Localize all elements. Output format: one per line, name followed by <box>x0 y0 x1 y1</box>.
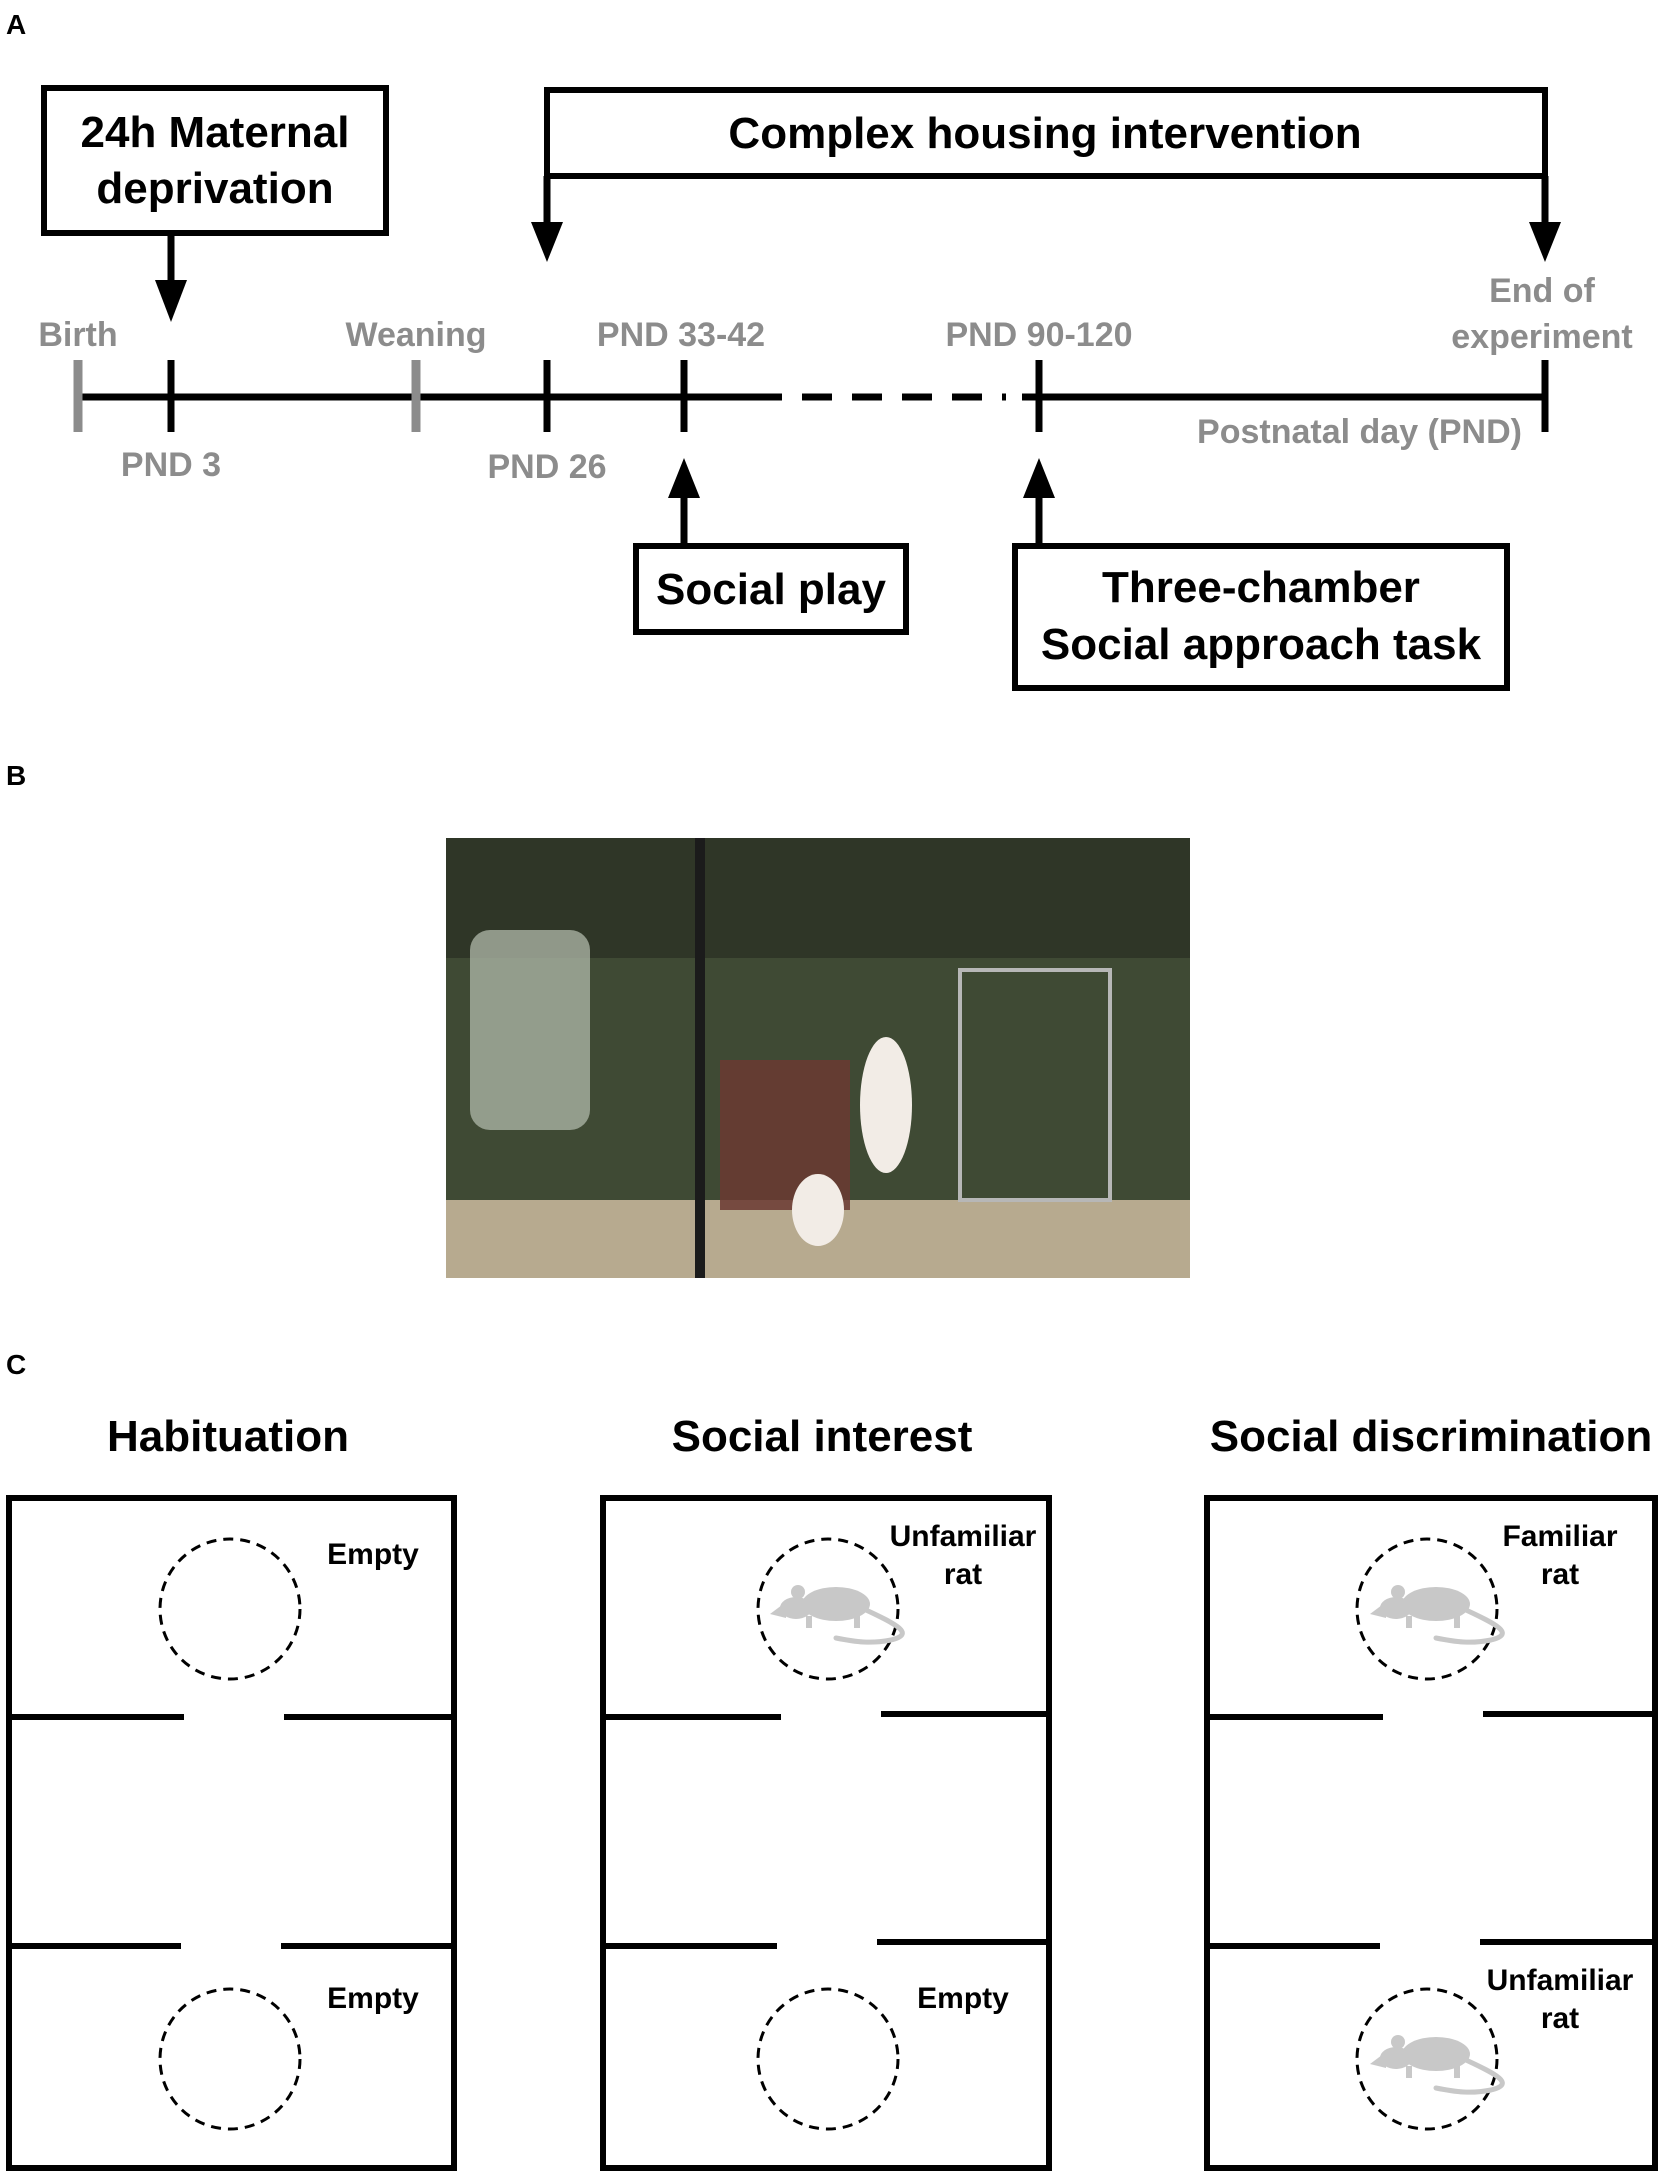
maternal-box-line1: 24h Maternal <box>81 108 350 157</box>
three-chamber-box <box>1012 543 1510 691</box>
top-label-line1: Unfamiliar <box>890 1520 1037 1553</box>
bottom-label-line2: rat <box>1541 2002 1579 2035</box>
chamber-outline <box>6 1495 457 2171</box>
chamber-social-discrimination: Familiar rat Unfamiliar rat <box>1204 1495 1658 2171</box>
top-cup <box>756 1537 900 1681</box>
bottom-cup <box>1355 1987 1499 2131</box>
top-label-line2: rat <box>944 1558 982 1591</box>
housing-intervention-box <box>544 87 1548 179</box>
bottom-label-line1: Empty <box>327 1982 419 2015</box>
social-play-arrow-head <box>668 458 700 498</box>
label-pnd-3: PND 3 <box>121 446 221 484</box>
chamber-social-interest: Unfamiliar rat Empty <box>600 1495 1052 2171</box>
maternal-arrow-head <box>155 280 187 322</box>
three-chamber-arrow-head <box>1023 458 1055 498</box>
bottom-label-line1: Unfamiliar <box>1487 1964 1634 1997</box>
chamber-habituation: Empty Empty <box>6 1495 457 2171</box>
panel-label-a: A <box>6 9 26 40</box>
photo-rat-small <box>792 1174 844 1246</box>
photo-rat-standing <box>860 1037 912 1173</box>
chamber-title-habituation: Habituation <box>107 1412 349 1461</box>
top-label-line1: Empty <box>327 1538 419 1571</box>
panel-label-c: C <box>6 1349 26 1380</box>
label-birth: Birth <box>38 316 117 354</box>
bottom-cup <box>756 1987 900 2131</box>
maternal-deprivation-box <box>41 85 389 236</box>
chamber-title-social-discrimination: Social discrimination <box>1210 1412 1653 1461</box>
bottom-cup <box>158 1987 302 2131</box>
social-play-box <box>633 543 909 635</box>
label-weaning: Weaning <box>345 316 486 354</box>
chamber-title-social-interest: Social interest <box>672 1412 973 1461</box>
cage-photo <box>446 838 1190 1278</box>
housing-arrow-left-head <box>531 222 563 262</box>
label-pnd-33-42: PND 33-42 <box>597 316 765 354</box>
bottom-label-line1: Empty <box>917 1982 1009 2015</box>
photo-ladder <box>958 968 1112 1202</box>
timeline-diagram: 24h Maternal deprivation Complex housing… <box>38 85 1633 691</box>
panel-label-b: B <box>6 760 26 791</box>
top-cup <box>158 1537 302 1681</box>
label-axis-pnd: Postnatal day (PND) <box>1197 413 1522 451</box>
label-end-line1: End of <box>1489 272 1595 310</box>
maternal-box-line2: deprivation <box>96 164 333 213</box>
top-label-line2: rat <box>1541 1558 1579 1591</box>
label-pnd-26: PND 26 <box>487 448 606 486</box>
top-cup <box>1355 1537 1499 1681</box>
three-chamber-line1: Three-chamber <box>1102 563 1420 612</box>
label-pnd-90-120: PND 90-120 <box>945 316 1132 354</box>
photo-water-bottle <box>470 930 590 1130</box>
housing-box-label: Complex housing intervention <box>728 109 1361 158</box>
label-end-line2: experiment <box>1451 318 1632 356</box>
top-label-line1: Familiar <box>1502 1520 1617 1553</box>
three-chamber-line2: Social approach task <box>1041 620 1482 669</box>
housing-arrow-right-head <box>1529 222 1561 262</box>
three-chamber-panels: Habituation Social interest Social discr… <box>6 1412 1658 2171</box>
social-play-label: Social play <box>656 565 886 614</box>
